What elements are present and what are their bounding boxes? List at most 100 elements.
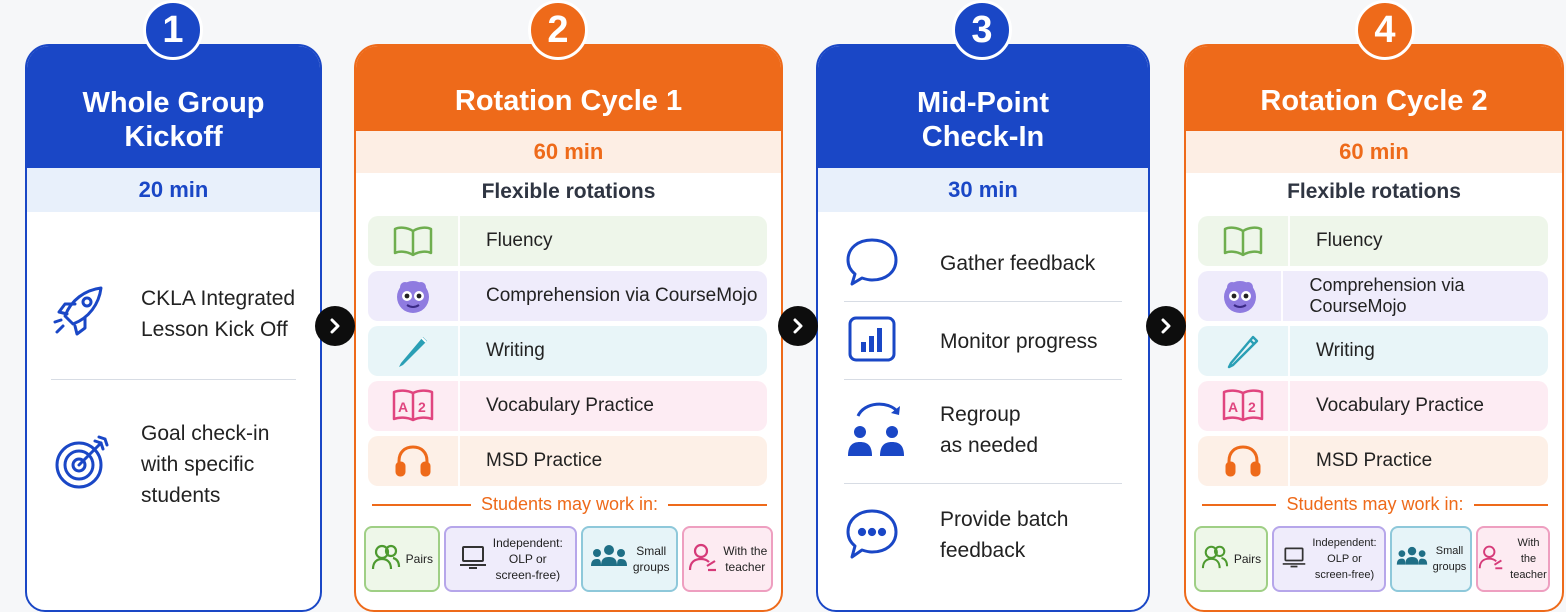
mojo-mascot-icon <box>1198 271 1281 321</box>
mode-pairs: Pairs <box>1194 526 1268 592</box>
kickoff-line1: CKLA Integrated <box>141 286 296 310</box>
activity-label: Writing <box>1288 326 1375 376</box>
step-2-activity-list: Fluency Comprehension via CourseMojo Wri… <box>368 216 767 491</box>
speech-bubble-icon <box>844 234 900 293</box>
step-2-badge: 2 <box>528 0 588 60</box>
rocket-icon <box>49 278 115 349</box>
activity-comprehension: Comprehension via CourseMojo <box>1198 271 1548 321</box>
step-4-badge: 4 <box>1355 0 1415 60</box>
regroup-icon <box>844 396 910 463</box>
pairs-icon <box>371 543 401 575</box>
group-icon <box>1396 546 1428 573</box>
mojo-mascot-icon <box>368 271 458 321</box>
activity-writing: Writing <box>368 326 767 376</box>
step-2-subtitle: Flexible rotations <box>481 180 656 203</box>
step-2-header: Rotation Cycle 1 <box>356 46 781 131</box>
step-1-badge: 1 <box>143 0 203 60</box>
activity-msd: MSD Practice <box>1198 436 1548 486</box>
activity-label: MSD Practice <box>1288 436 1432 486</box>
book-icon <box>1198 216 1288 266</box>
step-3-title-line2: Check-In <box>921 121 1045 153</box>
step-2-duration: 60 min <box>356 131 781 173</box>
step-4-card: Rotation Cycle 2 60 min Flexible rotatio… <box>1184 44 1564 612</box>
activity-label: Vocabulary Practice <box>458 381 654 431</box>
goal-line3: students <box>141 484 221 507</box>
regroup-line2: as needed <box>940 433 1039 457</box>
goal-line2: with specific <box>141 453 255 476</box>
activity-label: MSD Practice <box>458 436 602 486</box>
step-4-subtitle: Flexible rotations <box>1287 180 1461 203</box>
batch-line1: Provide batch <box>940 508 1069 531</box>
pencil-icon <box>1198 326 1288 376</box>
activity-label: Comprehension via CourseMojo <box>458 271 757 321</box>
svg-text:A: A <box>398 399 408 415</box>
step-3-divider <box>844 483 1122 484</box>
pencil-icon <box>368 326 458 376</box>
activity-comprehension: Comprehension via CourseMojo <box>368 271 767 321</box>
step-4-work-modes-heading: Students may work in: <box>1202 494 1549 515</box>
svg-text:2: 2 <box>418 399 426 415</box>
activity-fluency: Fluency <box>1198 216 1548 266</box>
step-1-title-line2: Kickoff <box>124 121 223 153</box>
step-1-divider <box>51 379 296 380</box>
teacher-icon <box>688 542 718 576</box>
step-4-duration: 60 min <box>1186 131 1562 173</box>
laptop-icon <box>458 544 488 574</box>
bar-chart-icon <box>844 312 900 371</box>
pairs-icon <box>1201 544 1229 574</box>
step-4-activity-list: Fluency Comprehension via CourseMojo Wri… <box>1198 216 1548 491</box>
goal-line1: Goal check-in <box>141 422 270 445</box>
book-icon <box>368 216 458 266</box>
kickoff-line2: Lesson Kick Off <box>141 317 288 341</box>
chevron-right-icon <box>1146 306 1186 346</box>
step-3-divider <box>844 301 1122 302</box>
step-1-title-line1: Whole Group <box>82 87 265 119</box>
group-icon <box>590 544 628 574</box>
step-3-badge: 3 <box>952 0 1012 60</box>
monitor-progress-text: Monitor progress <box>940 330 1098 353</box>
step-2-work-modes-heading: Students may work in: <box>372 494 768 515</box>
step-3-duration: 30 min <box>818 168 1148 212</box>
activity-label: Comprehension via CourseMojo <box>1281 271 1548 321</box>
step-3-item-progress: Monitor progress <box>844 312 1122 371</box>
step-3-item-batch: Provide batch feedback <box>844 504 1122 566</box>
batch-line2: feedback <box>940 539 1026 562</box>
activity-label: Fluency <box>1288 216 1383 266</box>
mode-pairs: Pairs <box>364 526 440 592</box>
step-4-header: Rotation Cycle 2 <box>1186 46 1562 131</box>
activity-writing: Writing <box>1198 326 1548 376</box>
headphones-icon <box>1198 436 1288 486</box>
step-1-duration: 20 min <box>27 168 320 212</box>
headphones-icon <box>368 436 458 486</box>
step-3-divider <box>844 379 1122 380</box>
activity-label: Vocabulary Practice <box>1288 381 1484 431</box>
chevron-right-icon <box>315 306 355 346</box>
step-1-item-goal: Goal check-in with specific students <box>49 418 304 511</box>
regroup-line1: Regroup <box>940 402 1021 426</box>
svg-text:2: 2 <box>1248 399 1256 415</box>
svg-text:A: A <box>1228 399 1238 415</box>
step-3-item-regroup: Regroup as needed <box>844 396 1122 463</box>
teacher-icon <box>1478 543 1504 576</box>
activity-label: Fluency <box>458 216 553 266</box>
laptop-icon <box>1281 545 1307 574</box>
activity-label: Writing <box>458 326 545 376</box>
step-3-item-feedback: Gather feedback <box>844 234 1122 293</box>
